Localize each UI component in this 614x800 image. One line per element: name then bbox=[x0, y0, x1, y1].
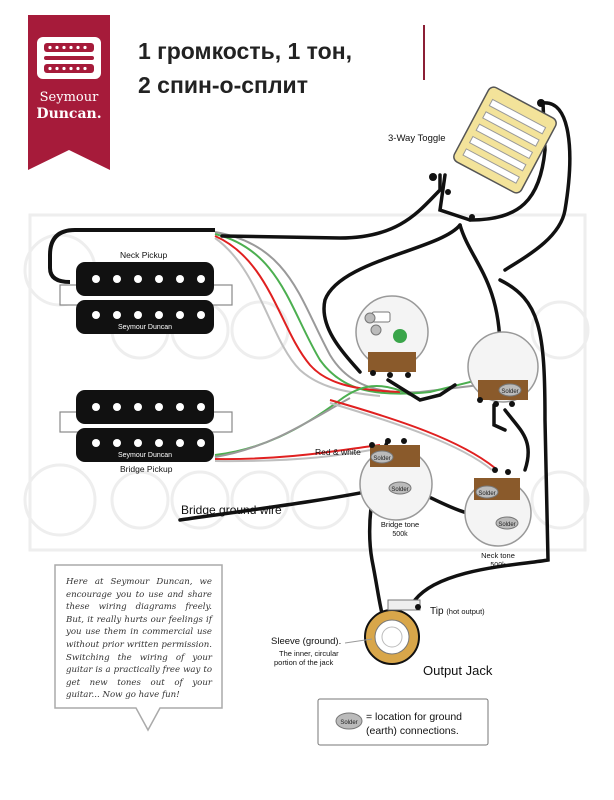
bridge-tone-value: 500k bbox=[392, 531, 408, 538]
three-way-toggle bbox=[453, 86, 557, 194]
brand-name-line2: Duncan. bbox=[36, 106, 101, 122]
neck-tone-value: 500k bbox=[490, 562, 506, 569]
title-line1: 1 громкость, 1 тон, bbox=[138, 38, 352, 64]
output-jack-label: Output Jack bbox=[423, 663, 493, 678]
bridge-pickup-brand: Seymour Duncan bbox=[118, 452, 172, 459]
solder-label-5: Solder bbox=[498, 522, 515, 528]
bridge-pickup: Seymour Duncan bbox=[59, 390, 233, 462]
neck-harness-loop bbox=[48, 228, 215, 284]
neck-pickup-brand: Seymour Duncan bbox=[118, 324, 172, 331]
sleeve-label: Sleeve (ground). bbox=[271, 636, 342, 647]
title-divider bbox=[423, 25, 425, 80]
bridge-tone-pot: Solder Solder bbox=[359, 438, 433, 521]
neck-tone-label: Neck tone bbox=[481, 551, 515, 560]
note-card bbox=[54, 564, 223, 732]
seymour-duncan-logo: Seymour Duncan. bbox=[28, 15, 110, 170]
solder-label-4: Solder bbox=[478, 491, 495, 497]
sleeve-desc-2: portion of the jack bbox=[274, 658, 334, 667]
bridge-harness-wires bbox=[214, 384, 496, 471]
volume-pot bbox=[355, 295, 429, 378]
neck-pickup: Seymour Duncan bbox=[59, 262, 233, 334]
red-white-label: Red & white bbox=[315, 447, 361, 457]
toggle-label: 3-Way Toggle bbox=[388, 133, 446, 144]
legend-line2: (earth) connections. bbox=[366, 725, 459, 737]
bridge-pickup-label: Bridge Pickup bbox=[120, 464, 173, 474]
output-jack bbox=[364, 599, 421, 665]
sleeve-desc-1: The inner, circular bbox=[279, 649, 339, 658]
note-text: Here at Seymour Duncan, we encourage you… bbox=[66, 577, 212, 701]
solder-label-1: Solder bbox=[501, 389, 518, 395]
legend-line1: = location for ground bbox=[366, 711, 463, 723]
bridge-tone-label: Bridge tone bbox=[381, 520, 419, 529]
solder-label-3: Solder bbox=[391, 487, 408, 493]
bridge-ground-label: Bridge ground wire bbox=[181, 503, 282, 517]
neck-harness-wires bbox=[214, 231, 481, 397]
neck-pickup-label: Neck Pickup bbox=[120, 250, 168, 260]
neck-tone-pot: Solder Solder bbox=[464, 467, 532, 547]
tip-label: Tip (hot output) bbox=[430, 606, 485, 617]
split-pot: Solder bbox=[467, 331, 539, 407]
solder-label-2: Solder bbox=[373, 456, 390, 462]
title-line2: 2 спин-о-сплит bbox=[138, 72, 308, 98]
brand-name-line1: Seymour bbox=[40, 90, 99, 105]
legend-box: Solder bbox=[317, 698, 489, 746]
legend-solder-label: Solder bbox=[340, 720, 357, 726]
